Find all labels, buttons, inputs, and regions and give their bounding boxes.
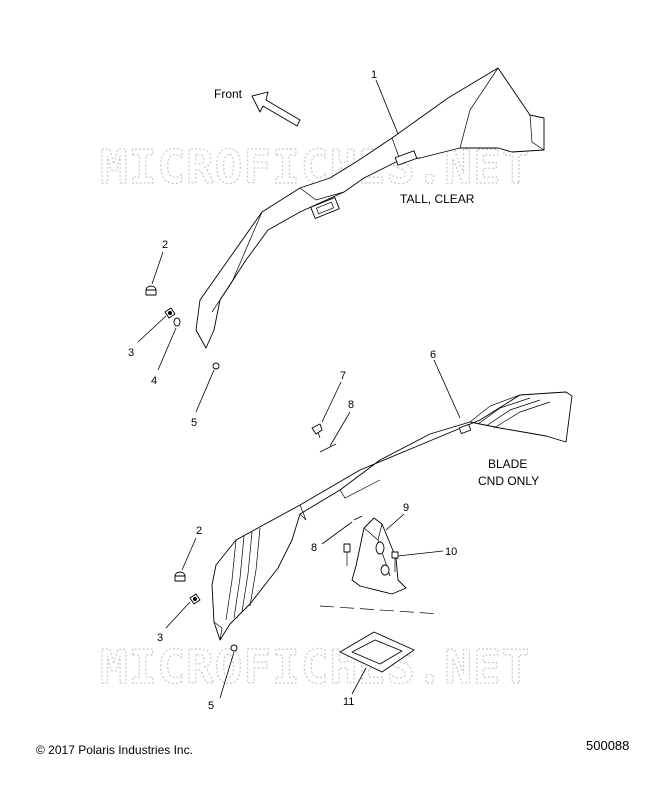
callout-3-upper: 3 [128,347,134,359]
callout-4: 4 [151,375,157,387]
fastener-2-lower [174,571,186,582]
copyright-text: © 2017 Polaris Industries Inc. [36,743,193,757]
windshield-tall-clear [195,67,545,349]
seal-11 [339,631,415,673]
callout-10: 10 [445,546,457,558]
callout-6: 6 [430,349,436,361]
callout-1: 1 [371,69,377,81]
fastener-5-upper [212,362,220,370]
diagram-number: 500088 [586,738,630,753]
screw-10-right [391,551,399,572]
gasket-8-lower [353,515,363,521]
watermark-lower: MICROFICHES.NET [100,640,530,694]
front-label: Front [214,87,243,101]
washer-4 [173,317,181,327]
gasket-8-top [319,443,337,453]
callout-8-lower: 8 [311,542,317,554]
callout-5-upper: 5 [191,417,197,429]
fastener-2-upper [145,285,157,296]
note-blade: BLADE [488,457,527,471]
note-tall-clear: TALL, CLEAR [400,192,475,206]
screw-10-left [343,543,351,566]
dashed-reference-line [319,605,441,615]
fastener-3-lower [189,593,201,605]
callout-8-upper: 8 [348,399,354,411]
callout-7: 7 [340,370,346,382]
front-arrow-icon [251,91,301,127]
fastener-5-lower [230,644,238,652]
callout-3-lower: 3 [157,632,163,644]
leader-lines [137,79,461,699]
callout-11: 11 [343,696,354,708]
note-cnd-only: CND ONLY [478,474,539,488]
callout-2-upper: 2 [162,239,168,251]
callout-9: 9 [403,502,409,514]
fastener-3-upper [164,307,176,319]
screw-7 [311,423,323,439]
callout-5-lower: 5 [208,700,214,712]
bracket-9 [351,517,407,595]
windshield-blade [211,391,573,641]
callout-2-lower: 2 [196,525,202,537]
